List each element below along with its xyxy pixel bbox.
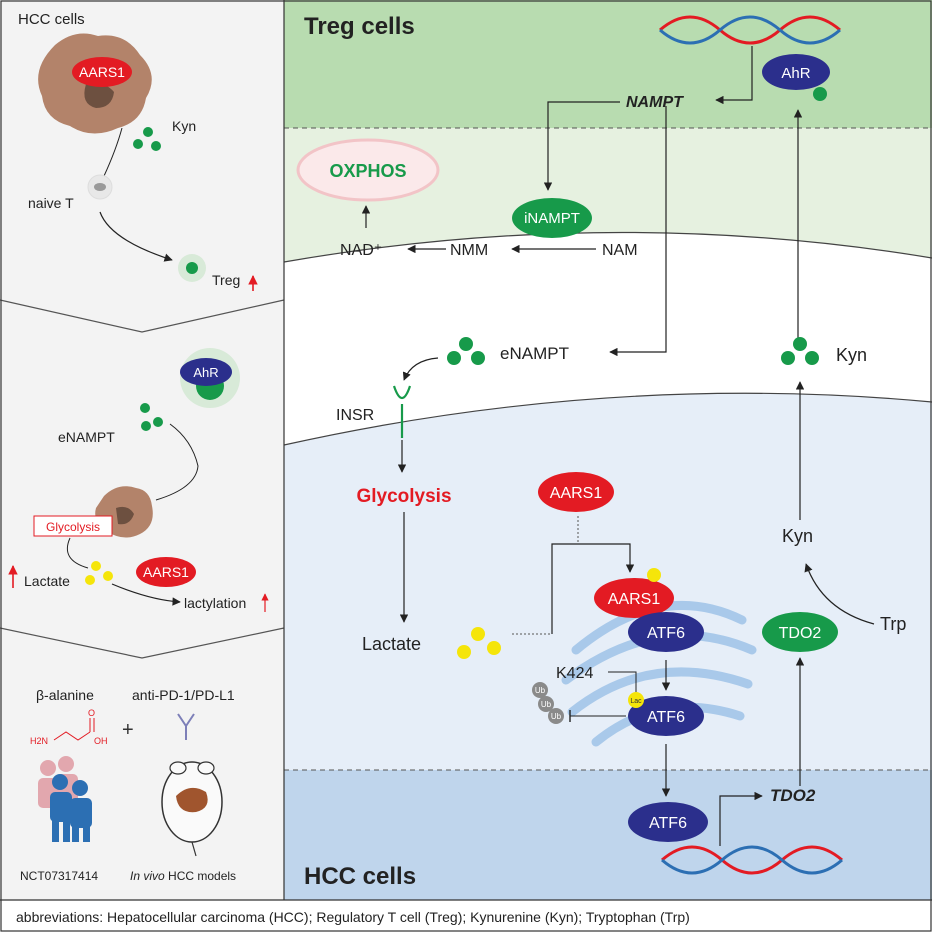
svg-text:Kyn: Kyn — [172, 118, 196, 134]
svg-text:β-alanine: β-alanine — [36, 687, 94, 703]
svg-text:ATF6: ATF6 — [647, 709, 685, 726]
ahr-pill-left — [180, 358, 232, 386]
svg-text:Lactate: Lactate — [24, 573, 70, 589]
svg-text:OXPHOS: OXPHOS — [329, 161, 406, 181]
svg-text:K424: K424 — [556, 665, 593, 682]
svg-text:ATF6: ATF6 — [649, 815, 687, 832]
tdo2-pill — [762, 612, 838, 652]
svg-text:Ub: Ub — [541, 700, 552, 709]
aars1-pill-bound — [594, 578, 674, 618]
svg-text:OH: OH — [94, 736, 108, 746]
svg-text:TDO2: TDO2 — [779, 625, 822, 642]
svg-text:AARS1: AARS1 — [143, 564, 189, 580]
hcc-title: HCC cells — [304, 863, 416, 890]
svg-text:Lactate: Lactate — [362, 634, 421, 654]
svg-text:NAM: NAM — [602, 242, 638, 259]
left-hcc-title: HCC cells — [18, 11, 85, 28]
mitochondrion-icon — [296, 138, 440, 202]
svg-text:NCT07317414: NCT07317414 — [20, 869, 98, 883]
nampt-gene: NAMPT — [626, 94, 684, 111]
svg-text:H2N: H2N — [30, 736, 48, 746]
aars1-pill-left-2 — [136, 557, 196, 587]
inampt-pill — [512, 198, 592, 238]
aars1-pill-left-1 — [72, 57, 132, 87]
dna-bottom-icon — [661, 845, 843, 875]
abbreviations-footer: abbreviations: Hepatocellular carcinoma … — [16, 909, 690, 925]
patients-icon — [38, 756, 92, 842]
svg-text:eNAMPT: eNAMPT — [58, 429, 115, 445]
svg-text:anti-PD-1/PD-L1: anti-PD-1/PD-L1 — [132, 687, 235, 703]
atf6-pill-top — [628, 612, 704, 652]
ahr-pill-top — [762, 54, 830, 90]
treg-title: Treg cells — [304, 13, 415, 40]
svg-text:Kyn: Kyn — [782, 526, 813, 546]
svg-text:AARS1: AARS1 — [550, 485, 603, 502]
ubiquitin-chain: Ub Ub Ub — [532, 682, 564, 724]
svg-text:Ub: Ub — [551, 712, 562, 721]
aars1-pill-top — [538, 472, 614, 512]
svg-text:In vivo HCC models: In vivo HCC models — [130, 869, 236, 883]
svg-text:AhR: AhR — [781, 65, 810, 82]
left-panel: HCC cells AARS1 Kyn naive T Treg AhR eNA… — [0, 0, 285, 900]
svg-text:Trp: Trp — [880, 614, 906, 634]
svg-text:AARS1: AARS1 — [79, 64, 125, 80]
beta-alanine-structure-icon: H2N OH O — [30, 708, 108, 746]
svg-text:Glycolysis: Glycolysis — [46, 520, 100, 534]
svg-text:iNAMPT: iNAMPT — [524, 210, 580, 227]
svg-text:Ub: Ub — [535, 686, 546, 695]
atf6-pill-mid — [628, 696, 704, 736]
antibody-icon — [177, 713, 195, 740]
svg-text:INSR: INSR — [336, 407, 374, 424]
svg-text:eNAMPT: eNAMPT — [500, 344, 569, 363]
svg-text:AARS1: AARS1 — [608, 591, 661, 608]
hcc-region — [284, 393, 932, 900]
svg-text:O: O — [88, 708, 95, 718]
svg-text:Treg: Treg — [212, 272, 240, 288]
lac-mark — [628, 692, 644, 708]
svg-text:AhR: AhR — [193, 365, 218, 380]
svg-text:naive T: naive T — [28, 195, 74, 211]
svg-text:lactylation: lactylation — [184, 595, 246, 611]
tdo2-gene: TDO2 — [770, 786, 816, 805]
svg-text:Kyn: Kyn — [836, 345, 867, 365]
svg-text:+: + — [122, 719, 134, 741]
dna-top-icon — [659, 15, 841, 45]
insr-receptor-icon — [392, 385, 412, 438]
svg-text:NMM: NMM — [450, 242, 488, 259]
svg-text:NAD⁺: NAD⁺ — [340, 242, 382, 259]
mouse-icon — [161, 761, 223, 857]
svg-text:Glycolysis: Glycolysis — [356, 486, 451, 507]
glycolysis-box-left — [33, 515, 113, 537]
atf6-pill-nucleus — [628, 802, 708, 842]
svg-text:Lac: Lac — [630, 698, 642, 705]
svg-text:ATF6: ATF6 — [647, 625, 685, 642]
